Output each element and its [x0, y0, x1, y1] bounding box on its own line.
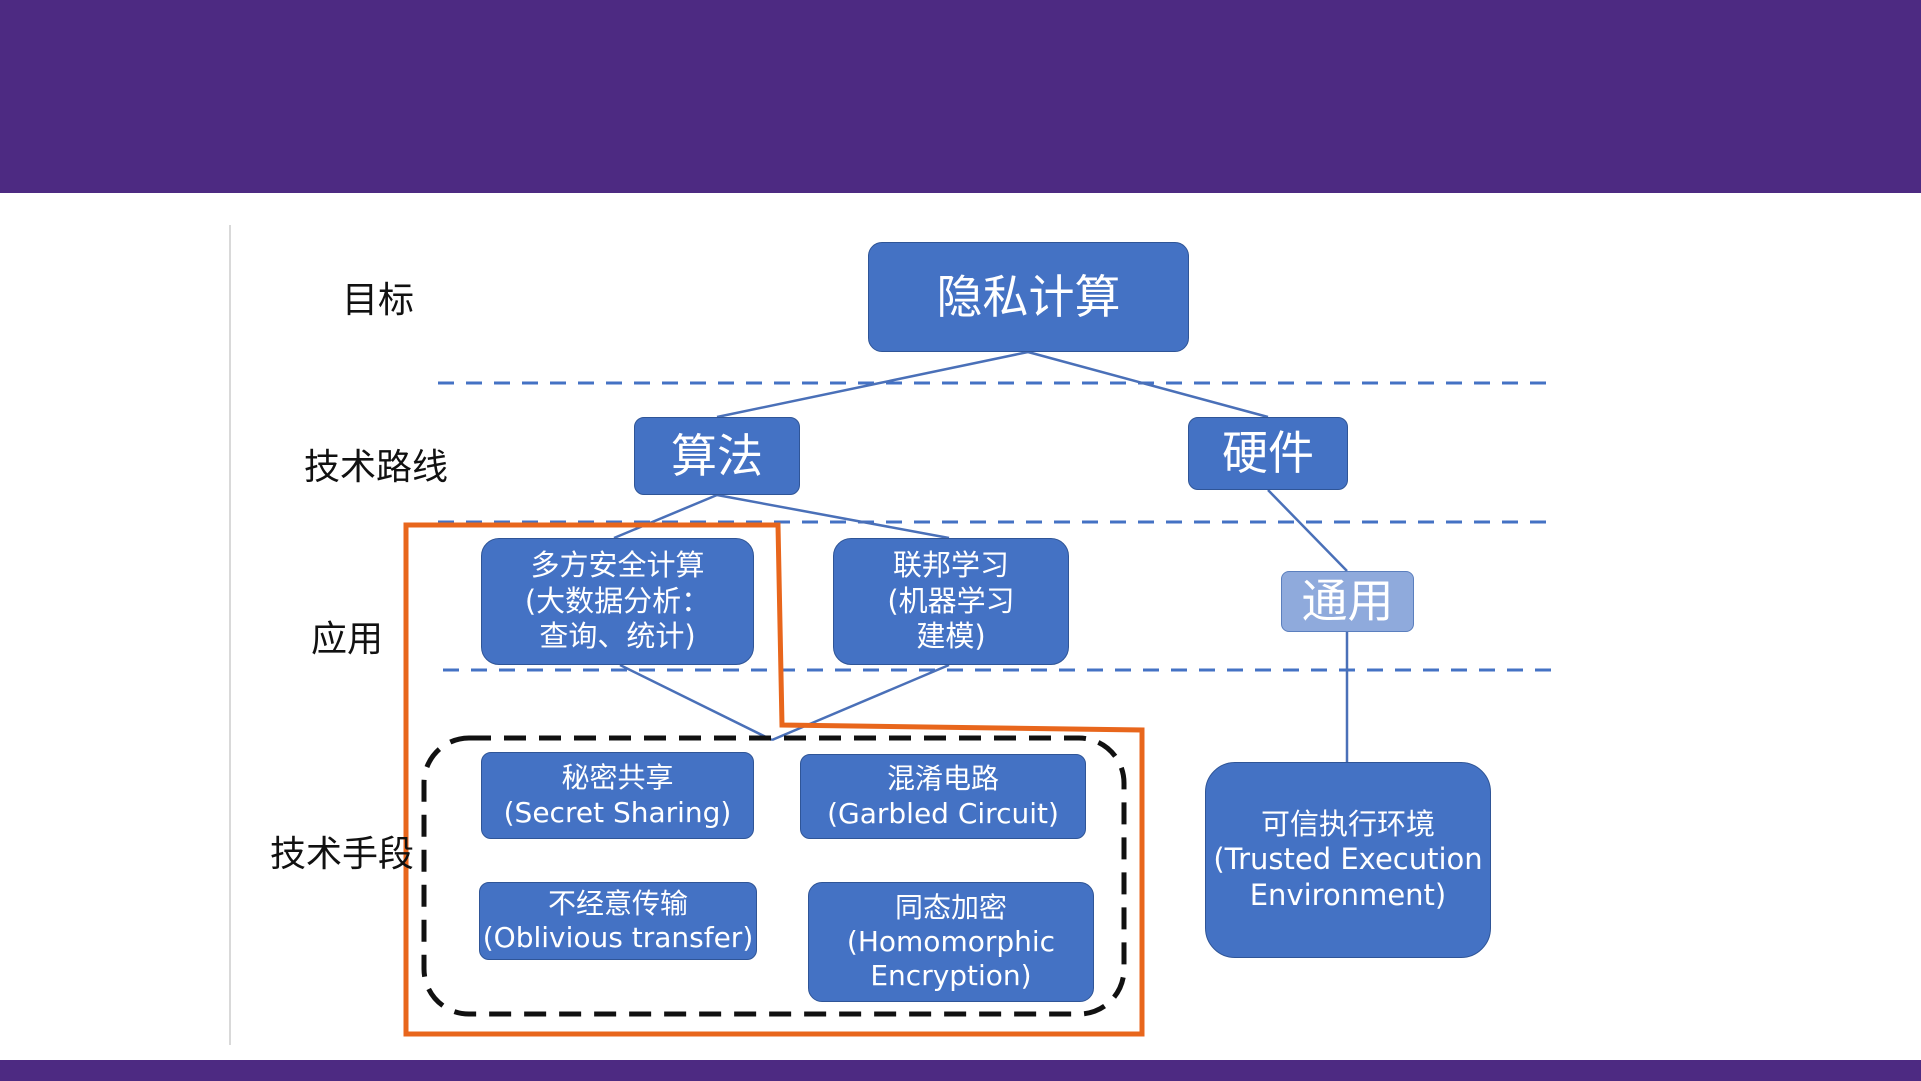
edge-algorithm-fl	[717, 495, 949, 538]
node-trusted-execution-environment: 可信执行环境 (Trusted Execution Environment)	[1205, 762, 1491, 958]
row-label-means: 技术手段	[270, 835, 414, 875]
row-label-goal: 目标	[342, 281, 414, 321]
edge-mpc-means	[620, 665, 772, 740]
node-general: 通用	[1281, 571, 1414, 632]
edge-hardware-general	[1268, 490, 1347, 571]
node-federated-learning: 联邦学习 (机器学习 建模)	[833, 538, 1069, 665]
node-oblivious-transfer: 不经意传输 (Oblivious transfer)	[479, 882, 757, 960]
node-algorithm: 算法	[634, 417, 800, 495]
node-hardware: 硬件	[1188, 417, 1348, 490]
node-mpc-application: 多方安全计算 (大数据分析： 查询、统计)	[481, 538, 754, 665]
node-homomorphic-encryption: 同态加密 (Homomorphic Encryption)	[808, 882, 1094, 1002]
node-secret-sharing: 秘密共享 (Secret Sharing)	[481, 752, 754, 839]
row-label-route: 技术路线	[304, 448, 448, 488]
edge-algorithm-mpc	[614, 495, 717, 538]
node-garbled-circuit: 混淆电路 (Garbled Circuit)	[800, 754, 1086, 839]
node-privacy-computing: 隐私计算	[868, 242, 1189, 352]
row-label-application: 应用	[311, 620, 383, 660]
